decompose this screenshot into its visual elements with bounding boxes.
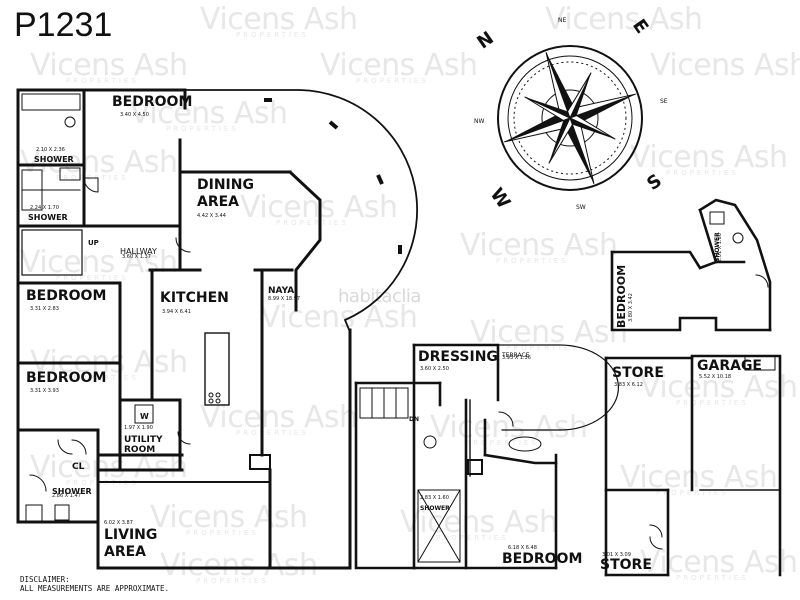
room-dims-bedroom-top: 3.40 X 4.50: [120, 112, 149, 118]
room-dims-shower-1: 2.10 X 2.36: [36, 147, 65, 153]
room-dims-hallway: 3.60 X 1.37: [122, 254, 151, 260]
room-dims-dining: 4.42 X 3.44: [197, 213, 226, 219]
room-name-store-1: STORE: [612, 365, 664, 381]
upper-right-walls: [610, 198, 772, 332]
room-name-dining-1: DINING: [197, 177, 254, 193]
stairs-down-label: DN: [409, 416, 420, 423]
room-dims-living: 6.02 X 3.87: [104, 520, 133, 526]
room-name-terrace: TERRACE: [502, 352, 530, 359]
fixtures: [21, 93, 230, 522]
room-name-dressing: DRESSING: [418, 349, 498, 365]
room-name-shower-3: SHOWER: [52, 487, 92, 496]
compass-ne-label: NE: [558, 17, 567, 24]
room-dims-bedroom-right: 3.80 X 3.42: [628, 293, 634, 322]
disclaimer-title: DISCLAIMER:: [20, 575, 70, 584]
room-dims-shower-4: 2.83 X 1.60: [420, 495, 449, 501]
room-dims-utility: 1.97 X 1.90: [124, 425, 153, 431]
compass-se-label: SE: [660, 98, 668, 105]
room-dims-bedroom-3: 3.31 X 3.93: [30, 388, 59, 394]
room-dims-shower-3: 2.86 X 1.47: [52, 493, 81, 499]
room-name-utility-1: UTILITY: [124, 435, 163, 445]
room-name-bedroom-lower: BEDROOM: [502, 551, 583, 567]
lower-middle-walls: [354, 343, 619, 570]
property-reference: P1231: [14, 6, 113, 44]
room-name-garage: GARAGE: [697, 358, 762, 374]
room-name-bedroom-3: BEDROOM: [26, 370, 107, 386]
washer-label: W: [140, 412, 149, 421]
room-dims-shower-right: 2.01 X 1.66: [717, 233, 723, 262]
room-dims-terrace: 3.93 X 1.36: [502, 355, 531, 361]
room-name-shower-4: SHOWER: [420, 505, 450, 512]
room-dims-bedroom-lower: 6.18 X 6.48: [508, 545, 537, 551]
room-name-bedroom-right: BEDROOM: [615, 264, 628, 328]
room-dims-bedroom-2: 3.31 X 2.83: [30, 306, 59, 312]
room-name-hallway: HALLWAY: [120, 247, 157, 256]
room-name-bedroom-top: BEDROOM: [112, 94, 193, 110]
room-name-store-2: STORE: [600, 557, 652, 573]
lower-right-fixtures: [649, 355, 776, 550]
disclaimer: DISCLAIMER: ALL MEASUREMENTS ARE APPROXI…: [20, 575, 169, 593]
room-dims-naya: 8.99 X 18.97: [268, 296, 301, 302]
room-dims-store-1: 3.83 X 6.12: [614, 382, 643, 388]
room-dims-shower-2: 2.24 X 1.70: [30, 205, 59, 211]
compass-sw-label: SW: [576, 204, 586, 211]
room-name-utility-2: ROOM: [124, 445, 156, 455]
stairs-up-label: UP: [88, 239, 99, 247]
watermark: Vicens Ash: [260, 300, 418, 335]
room-name-kitchen: KITCHEN: [160, 290, 229, 306]
room-name-shower-2: SHOWER: [28, 213, 68, 222]
compass-nw-label: NW: [474, 118, 485, 125]
room-dims-dressing: 3.60 X 2.50: [420, 366, 449, 372]
lower-right-walls: [604, 354, 782, 577]
closet-label: CL: [72, 462, 85, 472]
room-name-naya: NAYA: [268, 286, 295, 296]
watermark: Vicens Ash: [650, 48, 800, 83]
watermark: Vicens Ash: [545, 2, 703, 37]
compass-rose: [497, 45, 643, 191]
room-name-dining-2: AREA: [197, 194, 240, 210]
upper-right-fixtures: [709, 211, 769, 288]
lower-middle-fixtures: [359, 387, 542, 563]
door-swings: [29, 177, 191, 492]
room-name-living-1: LIVING: [104, 527, 158, 543]
room-name-living-2: AREA: [104, 544, 147, 560]
room-name-shower-1: SHOWER: [34, 155, 74, 164]
main-floor-walls: [16, 88, 418, 570]
terrace-marks: [264, 98, 402, 254]
room-dims-garage: 5.52 X 10.18: [699, 374, 732, 380]
room-dims-kitchen: 3.94 X 6.41: [162, 309, 191, 315]
disclaimer-text: ALL MEASUREMENTS ARE APPROXIMATE.: [20, 584, 170, 593]
room-name-bedroom-2: BEDROOM: [26, 288, 107, 304]
room-dims-store-2: 3.01 X 3.09: [602, 552, 631, 558]
